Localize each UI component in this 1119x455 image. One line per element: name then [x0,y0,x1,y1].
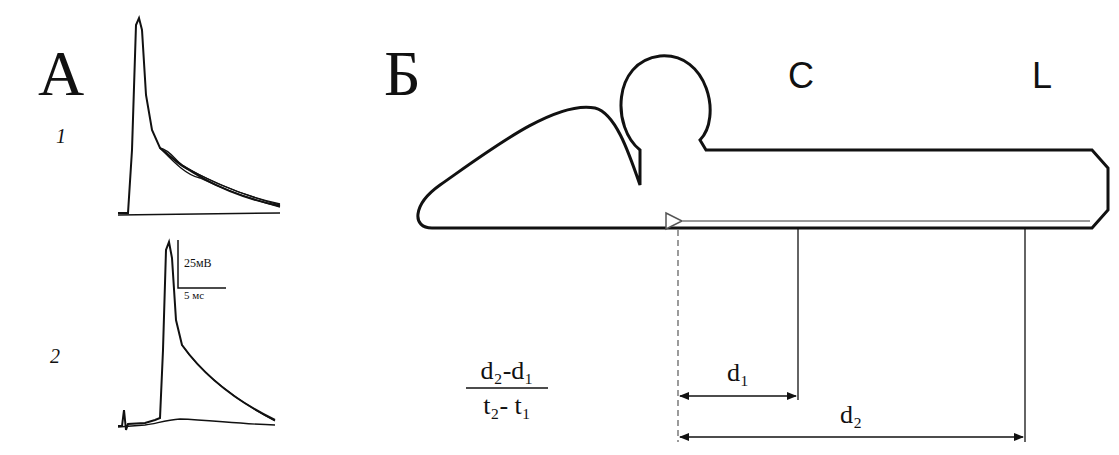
formula-numerator: d₂-d₁ [481,358,534,384]
electrode [666,213,1090,229]
region-label: L [1032,58,1052,94]
formula-denominator: t₂- t₁ [483,393,531,419]
region-label: C [788,58,814,94]
distance-label: d₁ [727,360,749,386]
distance-label: d₂ [840,402,862,428]
voltage-traces [118,18,280,430]
fraction-bar [466,387,548,389]
dendrite-outline [418,56,1108,228]
scale-bar [178,240,226,288]
panel-letter: А [38,42,84,106]
scale-label: 5 мс [184,290,204,301]
trace-number: 2 [50,346,60,366]
measure-lines [678,228,1025,442]
trace-number: 1 [56,126,66,146]
panel-letter: Б [384,42,421,106]
scale-label: 25мВ [184,257,212,269]
